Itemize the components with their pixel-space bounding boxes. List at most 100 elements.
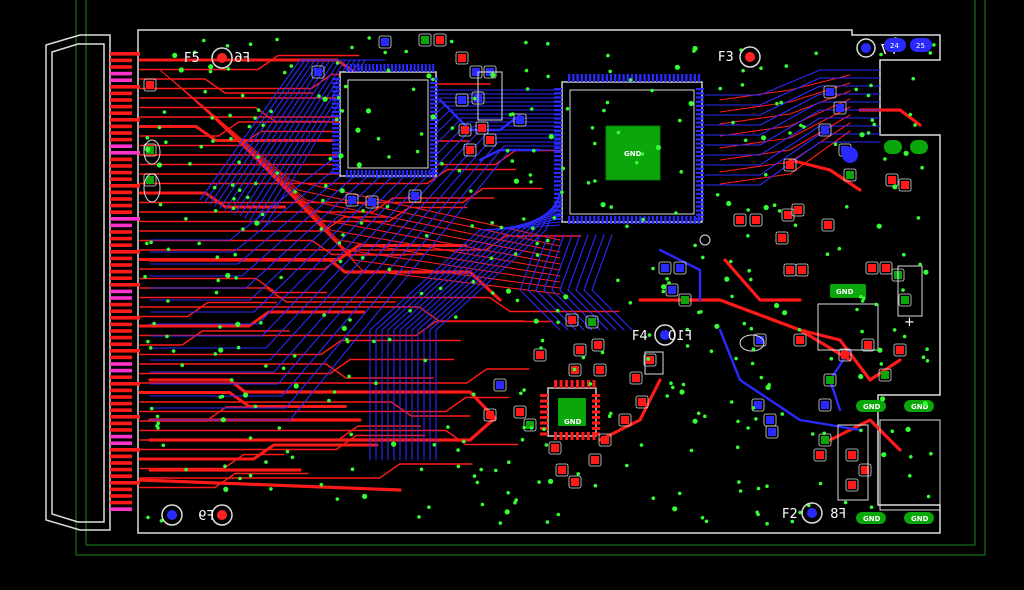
trace (429, 194, 561, 461)
via (231, 206, 236, 211)
via (260, 212, 265, 217)
via (360, 255, 365, 260)
ic-pin (540, 405, 548, 409)
via (532, 148, 536, 153)
connector-finger (110, 230, 132, 234)
via (665, 394, 669, 398)
via (522, 217, 526, 221)
ic-pin (664, 216, 667, 224)
component-pad (864, 341, 872, 349)
via (253, 116, 257, 120)
via (234, 276, 238, 280)
ic-pin (430, 118, 438, 122)
via (881, 452, 887, 458)
diode-outline (644, 351, 664, 375)
edge-connector-fingers (110, 52, 140, 511)
ic-pin (696, 146, 704, 149)
via (248, 436, 253, 440)
component-outline (823, 85, 837, 99)
ic-pin (592, 432, 600, 436)
ic-pin (655, 216, 659, 224)
component-pad (516, 408, 524, 416)
via (902, 334, 907, 339)
ic-pin (391, 170, 394, 178)
via (735, 445, 740, 450)
via (701, 255, 705, 260)
via (860, 299, 865, 303)
ic-pin (332, 106, 340, 109)
via (213, 209, 218, 213)
ic-pin (559, 432, 563, 440)
component-outline (591, 338, 605, 352)
via (340, 109, 345, 113)
via (332, 390, 337, 394)
connector-finger (110, 302, 132, 307)
ic-pin (696, 184, 704, 187)
via (681, 382, 686, 387)
via (216, 278, 220, 283)
via (152, 321, 156, 326)
ic-pin (588, 216, 592, 224)
via (184, 467, 188, 472)
component-outline (775, 231, 789, 245)
component-pad (826, 376, 834, 384)
connector-finger (110, 500, 132, 505)
via (837, 246, 842, 251)
trace (149, 97, 561, 265)
connector-finger (110, 335, 132, 340)
trace (719, 98, 851, 137)
ic-pin (554, 125, 562, 128)
ic-pin (430, 82, 438, 85)
via (860, 329, 864, 334)
svg-text:F5: F5 (184, 51, 200, 66)
component-pad (461, 126, 469, 134)
via (616, 278, 620, 283)
via (740, 83, 745, 87)
component-outline (483, 408, 497, 422)
ic-pin (430, 127, 438, 130)
connector-finger (110, 395, 132, 399)
ic-pin (332, 167, 340, 171)
ic-pin (421, 64, 424, 72)
component-outline (565, 313, 579, 327)
via (165, 334, 169, 339)
via (321, 198, 325, 203)
via (507, 460, 511, 465)
component-pad (486, 136, 494, 144)
via (208, 64, 214, 70)
ic-pin (554, 171, 562, 175)
ic-pin (554, 167, 562, 170)
via (746, 208, 750, 212)
component-pad (848, 481, 856, 489)
ic-pin (430, 90, 438, 93)
ic-pin (379, 64, 382, 72)
ic-pin (554, 92, 562, 95)
via (883, 157, 887, 161)
via (750, 361, 755, 366)
via (277, 426, 282, 430)
via (525, 87, 530, 91)
component-pad (348, 196, 356, 204)
ic-pin (387, 64, 390, 72)
component-pad (594, 341, 602, 349)
via (341, 233, 345, 237)
component-pad (896, 346, 904, 354)
component-outline (783, 158, 797, 172)
ic-pin (346, 64, 349, 72)
via (479, 467, 484, 472)
component-outline (898, 178, 912, 192)
via (730, 294, 734, 299)
component-pad (646, 356, 654, 364)
via (901, 288, 905, 292)
via (431, 77, 435, 82)
ic-pin (697, 74, 701, 82)
ic-u3-gnd-label: GND (564, 418, 582, 426)
ic-pin (676, 74, 680, 82)
component-pad (596, 366, 604, 374)
trace (575, 234, 617, 331)
component-outline (865, 261, 879, 275)
via (282, 70, 287, 75)
via (925, 347, 929, 352)
component-outline (833, 101, 847, 115)
via (233, 252, 237, 257)
